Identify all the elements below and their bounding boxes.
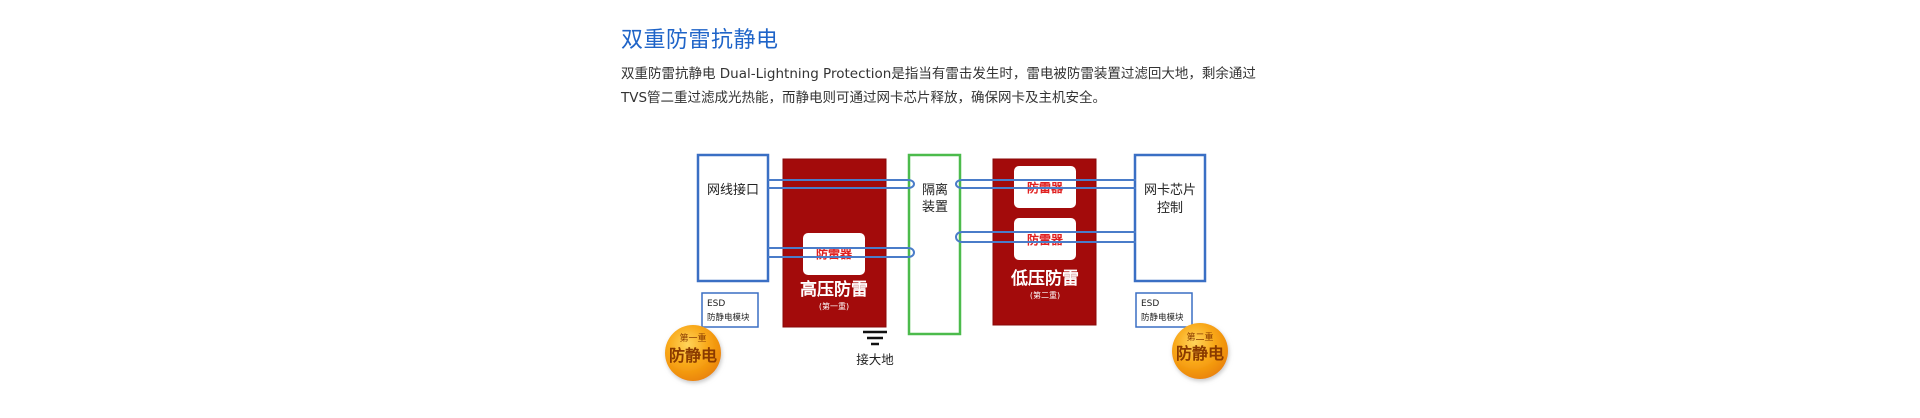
nic-chip-box bbox=[1133, 153, 1207, 283]
isolation-device-label-2: 装置 bbox=[922, 200, 948, 215]
network-port-box bbox=[696, 153, 770, 283]
nic-chip-label-1: 网卡芯片 bbox=[1144, 183, 1196, 198]
isolation-device-label-1: 隔离 bbox=[922, 182, 948, 198]
ground-label: 接大地 bbox=[856, 352, 894, 367]
low-voltage-arrester-box-2 bbox=[1014, 218, 1076, 260]
low-voltage-title: 低压防雷 bbox=[1010, 268, 1079, 289]
low-voltage-arrester-label-2: 防雷器 bbox=[1027, 232, 1064, 247]
nic-chip-label-2: 控制 bbox=[1157, 201, 1183, 216]
esd-module-right-subtitle: 防静电模块 bbox=[1141, 312, 1184, 323]
antistatic-badge-left-stage: 第一重 bbox=[679, 332, 706, 344]
antistatic-badge-left-label: 防静电 bbox=[669, 346, 717, 365]
esd-module-left-box bbox=[701, 292, 759, 328]
esd-module-right-title: ESD bbox=[1141, 299, 1159, 309]
low-voltage-stage: (第二重) bbox=[1030, 290, 1060, 300]
esd-module-left-subtitle: 防静电模块 bbox=[707, 312, 750, 323]
antistatic-badge-right-stage: 第二重 bbox=[1186, 331, 1213, 343]
antistatic-badge-right bbox=[1172, 323, 1228, 379]
antistatic-badge-right-label: 防静电 bbox=[1176, 344, 1224, 363]
description-line-1: 双重防雷抗静电 Dual-Lightning Protection是指当有雷击发… bbox=[621, 66, 1256, 82]
isolation-device-box bbox=[907, 153, 962, 336]
section-title: 双重防雷抗静电 bbox=[621, 28, 779, 53]
high-voltage-stage: (第一重) bbox=[819, 301, 849, 311]
section-description: 双重防雷抗静电 Dual-Lightning Protection是指当有雷击发… bbox=[621, 62, 1281, 110]
high-voltage-title: 高压防雷 bbox=[800, 279, 868, 300]
ground-icon bbox=[863, 330, 887, 346]
esd-module-right-box bbox=[1135, 292, 1193, 328]
description-line-2: TVS管二重过滤成光热能，而静电则可通过网卡芯片释放，确保网卡及主机安全。 bbox=[621, 90, 1107, 106]
signal-wires bbox=[768, 179, 1136, 258]
network-port-label: 网线接口 bbox=[707, 182, 759, 198]
high-voltage-arrester-box bbox=[803, 233, 865, 275]
esd-module-left-title: ESD bbox=[707, 299, 725, 309]
antistatic-badge-left bbox=[665, 325, 721, 381]
